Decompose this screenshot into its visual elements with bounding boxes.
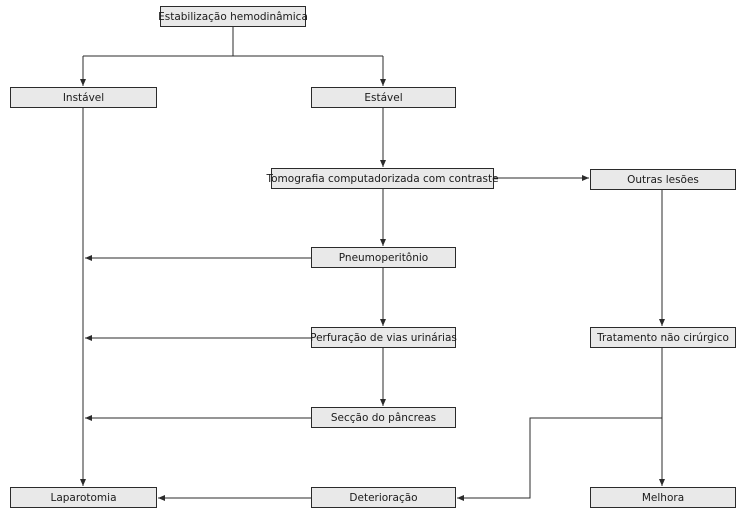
node-estabilizacao-label: Estabilização hemodinâmica: [158, 10, 308, 23]
node-tratamento-label: Tratamento não cirúrgico: [597, 331, 729, 344]
node-estavel-label: Estável: [364, 91, 403, 104]
node-instavel: Instável: [10, 87, 157, 108]
node-laparotomia: Laparotomia: [10, 487, 157, 508]
node-tratamento-nao-cirurgico: Tratamento não cirúrgico: [590, 327, 736, 348]
node-outras-lesoes-label: Outras lesões: [627, 173, 699, 186]
node-instavel-label: Instável: [62, 91, 105, 104]
node-laparotomia-label: Laparotomia: [50, 491, 117, 504]
node-deterioracao-label: Deterioração: [349, 491, 418, 504]
node-tomografia: Tomografia computadorizada com contraste: [266, 168, 499, 189]
node-pneumoperitonio: Pneumoperitônio: [311, 247, 456, 268]
node-melhora-label: Melhora: [641, 491, 685, 504]
arrow-tratamento-to-deterioracao: [457, 417, 662, 501]
node-tomografia-label: Tomografia computadorizada com contraste: [266, 172, 499, 185]
node-estabilizacao-hemodinamica: Estabilização hemodinâmica: [158, 6, 308, 27]
node-seccao-label: Secção do pâncreas: [330, 411, 437, 424]
node-perfuracao-label: Perfuração de vias urinárias: [310, 331, 457, 344]
connector-estabilizacao-split: [83, 27, 383, 57]
node-melhora: Melhora: [590, 487, 736, 508]
node-outras-lesoes: Outras lesões: [590, 169, 736, 190]
node-perfuracao-vias-urinarias: Perfuração de vias urinárias: [310, 327, 457, 348]
node-estavel: Estável: [311, 87, 456, 108]
node-seccao-do-pancreas: Secção do pâncreas: [311, 407, 456, 428]
node-deterioracao: Deterioração: [311, 487, 456, 508]
node-pneumoperitonio-label: Pneumoperitônio: [338, 251, 429, 264]
